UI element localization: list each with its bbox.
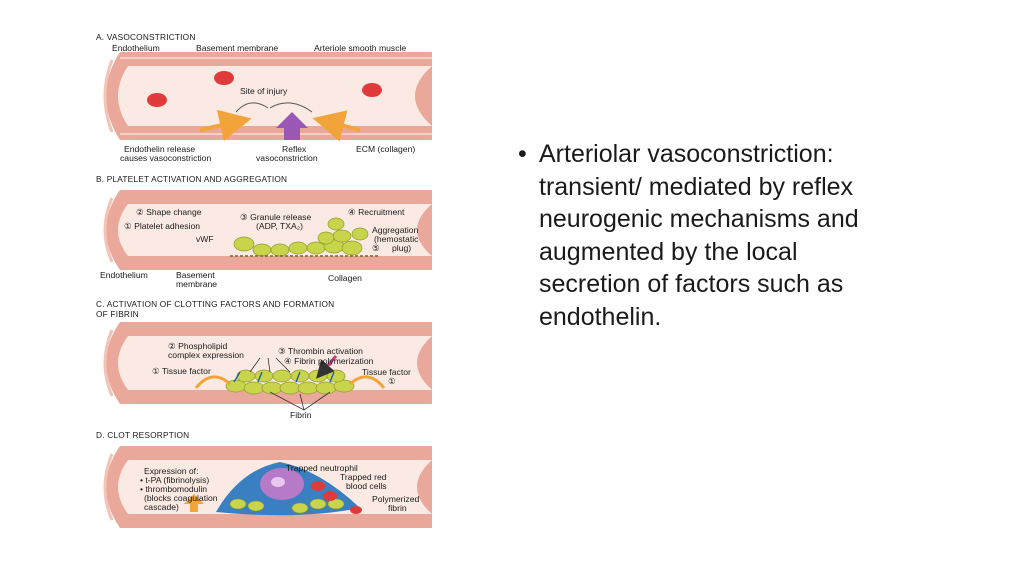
label-reflex-1: Reflex: [282, 144, 307, 154]
panel-c-clot: [225, 369, 355, 395]
label-smooth-muscle-a: Arteriole smooth muscle: [314, 43, 406, 53]
label-ecm: ECM (collagen): [356, 144, 415, 154]
panel-a-injury-bracket: [235, 102, 313, 113]
panel-b-wall-stripe: [103, 197, 114, 263]
panel-d-rbc-3: [350, 506, 362, 514]
bullet-marker: •: [518, 140, 527, 168]
label-endothelium-b: Endothelium: [100, 270, 148, 280]
label-tissue-factor-right: Tissue factor: [362, 367, 411, 377]
panel-c-tissue-factor-left: [194, 375, 231, 389]
label-polymerized-2: fibrin: [388, 503, 407, 513]
panel-d-platelets: [229, 498, 345, 514]
panel-a-heading: A. VASOCONSTRICTION: [96, 32, 196, 42]
label-phospholipid-2: complex expression: [168, 350, 244, 360]
panel-a: A. VASOCONSTRICTION Endothelium Basement…: [96, 32, 432, 163]
label-tissue-factor-num: ①: [388, 376, 396, 386]
label-phospholipid-1: ② Phospholipid: [168, 341, 228, 351]
label-tissue-factor-left: ① Tissue factor: [152, 366, 211, 376]
label-trapped-neutrophil: Trapped neutrophil: [286, 463, 358, 473]
panel-c-lumen: [118, 336, 432, 390]
panel-c: C. ACTIVATION OF CLOTTING FACTORS AND FO…: [96, 299, 432, 420]
label-trapped-rbc-1: Trapped red: [340, 472, 387, 482]
label-aggregation-3: plug): [392, 243, 411, 253]
panel-c-fibrin-pointers: [269, 391, 331, 411]
panel-c-heading-1: C. ACTIVATION OF CLOTTING FACTORS AND FO…: [96, 299, 334, 309]
panel-a-endothelin-arrow: [199, 109, 252, 142]
label-aggregation-num: ⑤: [372, 243, 380, 253]
panel-b: B. PLATELET ACTIVATION AND AGGREGATION: [96, 174, 432, 289]
label-expression-5: cascade): [144, 502, 179, 512]
panel-a-rbc-3: [362, 83, 382, 97]
label-expression-4: (blocks coagulation: [144, 493, 218, 503]
panel-c-tissue-factor-right: [349, 375, 386, 389]
label-basement-membrane-a: Basement membrane: [196, 43, 278, 53]
hemostasis-figure: A. VASOCONSTRICTION Endothelium Basement…: [96, 32, 432, 528]
label-shape-change: ② Shape change: [136, 207, 202, 217]
label-recruitment: ④ Recruitment: [348, 207, 405, 217]
panel-d-wall-stripe: [103, 453, 114, 521]
label-trapped-rbc-2: blood cells: [346, 481, 387, 491]
bullet-text: Arteriolar vasoconstriction: transient/ …: [539, 140, 859, 331]
panel-c-thrombin-arrow: [316, 355, 338, 379]
panel-c-phospholipid-pointers: [249, 357, 291, 373]
label-reflex-2: vasoconstriction: [256, 153, 318, 163]
panel-a-lumen: [118, 66, 432, 126]
label-fibrin: Fibrin: [290, 410, 312, 420]
panel-a-rbc-1: [147, 93, 167, 107]
label-aggregation-2: (hemostatic: [374, 234, 419, 244]
label-basement-2: membrane: [176, 279, 217, 289]
label-expression-3: • thrombomodulin: [140, 484, 207, 494]
panel-d-tpa-arrow: [184, 494, 204, 512]
panel-d-heading: D. CLOT RESORPTION: [96, 430, 189, 440]
panel-d-rbc-1: [311, 481, 325, 491]
panel-c-fibrin-strands: [233, 371, 335, 383]
label-granule-release-1: ③ Granule release: [240, 212, 311, 222]
panel-a-ecm-arrow: [312, 110, 361, 142]
label-expression-1: Expression of:: [144, 466, 198, 476]
label-fibrin-polymerization: ④ Fibrin polymerization: [284, 356, 374, 366]
label-granule-release-2: (ADP, TXA₂): [256, 221, 303, 231]
panel-a-reflex-arrow: [276, 112, 308, 140]
label-endothelin-release-2: causes vasoconstriction: [120, 153, 211, 163]
panel-c-wall-stripe: [103, 329, 114, 397]
label-endothelium-a: Endothelium: [112, 43, 160, 53]
label-polymerized-1: Polymerized: [372, 494, 420, 504]
label-aggregation-1: Aggregation: [372, 225, 419, 235]
panel-b-heading: B. PLATELET ACTIVATION AND AGGREGATION: [96, 174, 287, 184]
label-expression-2: • t-PA (fibrinolysis): [140, 475, 209, 485]
label-thrombin: ③ Thrombin activation: [278, 346, 363, 356]
label-basement-1: Basement: [176, 270, 215, 280]
label-endothelin-release-1: Endothelin release: [124, 144, 195, 154]
label-platelet-adhesion: ① Platelet adhesion: [124, 221, 200, 231]
panel-a-wall-stripe: [103, 59, 114, 133]
label-collagen: Collagen: [328, 273, 362, 283]
panel-c-heading-2: OF FIBRIN: [96, 309, 139, 319]
label-site-of-injury: Site of injury: [240, 86, 288, 96]
panel-d-rbc-2: [323, 491, 337, 501]
panel-b-platelet-cluster: [233, 217, 369, 257]
panel-d-neutrophil-nucleus: [271, 477, 285, 487]
label-vwf: vWF: [196, 234, 214, 244]
panel-a-rbc-2: [214, 71, 234, 85]
panel-d: D. CLOT RESORPTION Expression of: • t-PA…: [96, 430, 432, 528]
